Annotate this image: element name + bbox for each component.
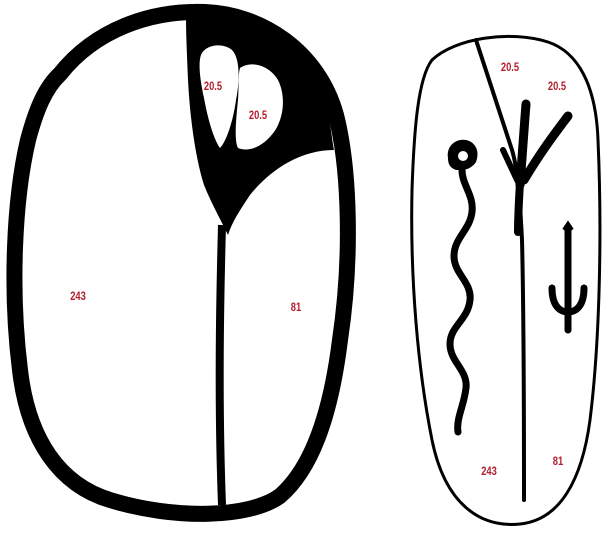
right-label-bottom-left: 243 [481,465,497,477]
right-outer-outline [412,36,600,524]
left-label-upper-lobe-b: 20.5 [249,109,267,121]
right-label-top-right-branch: 20.5 [548,80,566,92]
right-main-line [476,40,524,500]
right-snake-body [450,170,472,432]
left-label-large-region: 243 [70,290,86,302]
left-divider-line [220,225,222,505]
right-y-branch-right [524,116,568,180]
right-label-bottom-right: 81 [553,455,563,467]
right-snake-eye [458,151,468,161]
left-label-right-region: 81 [291,301,301,313]
right-figure [412,36,600,524]
left-label-upper-lobe-a: 20.5 [204,80,222,92]
right-y-stem [518,182,520,232]
left-figure [14,12,347,514]
right-label-top-left-branch: 20.5 [501,61,519,73]
